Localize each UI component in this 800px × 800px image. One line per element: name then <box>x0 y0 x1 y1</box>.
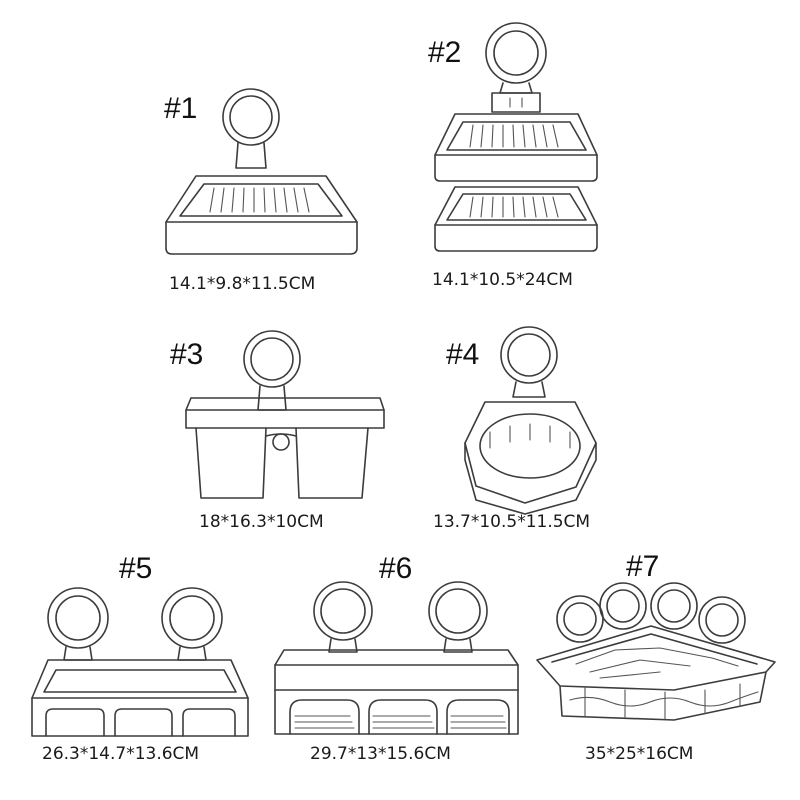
soap-dish-single-icon <box>165 88 358 255</box>
soap-dish-double-icon <box>434 22 598 252</box>
product-2-dimensions: 14.1*10.5*24CM <box>432 270 573 290</box>
product-3-label: #3 <box>170 338 204 371</box>
product-2-label: #2 <box>428 36 462 69</box>
round-holder-icon <box>464 326 597 515</box>
rectangular-shelf-icon <box>31 587 249 737</box>
product-3-dimensions: 18*16.3*10CM <box>199 512 324 532</box>
product-1-dimensions: 14.1*9.8*11.5CM <box>169 274 316 294</box>
product-1-label: #1 <box>164 92 198 125</box>
product-4-dimensions: 13.7*10.5*11.5CM <box>433 512 591 532</box>
product-7-dimensions: 35*25*16CM <box>585 744 694 764</box>
product-6-dimensions: 29.7*13*15.6CM <box>310 744 451 764</box>
corner-basket-icon <box>536 582 776 721</box>
product-5-label: #5 <box>119 552 153 585</box>
drainer-shelf-icon <box>274 581 519 735</box>
product-7-label: #7 <box>626 550 660 583</box>
product-6-label: #6 <box>379 552 413 585</box>
product-4-label: #4 <box>446 338 480 371</box>
product-5-dimensions: 26.3*14.7*13.6CM <box>42 744 200 764</box>
toothbrush-cup-holder-icon <box>185 330 385 499</box>
